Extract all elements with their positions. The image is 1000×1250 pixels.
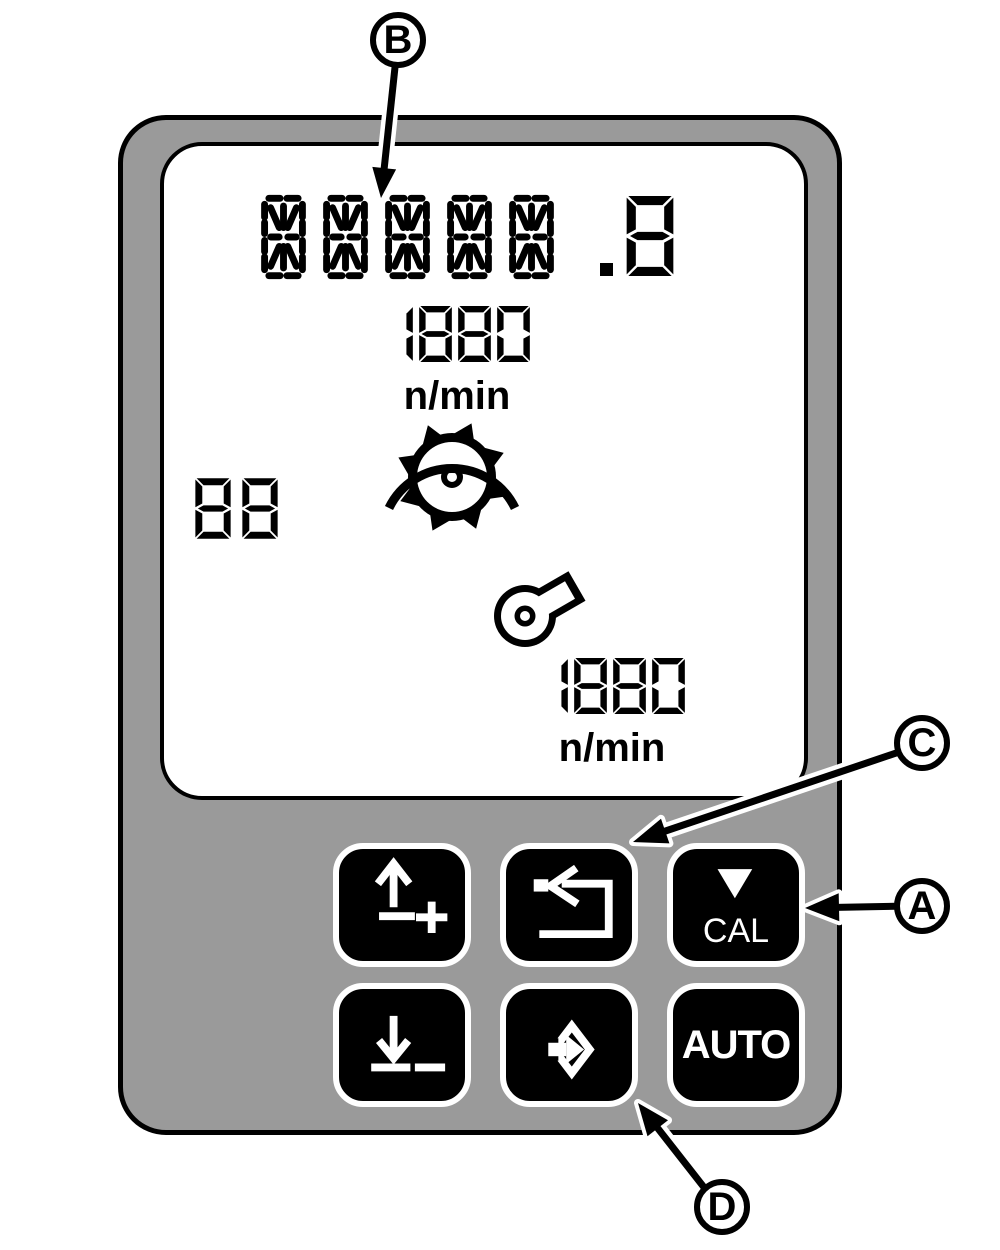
callout-d: D: [694, 1179, 750, 1235]
display-test-row: [260, 192, 675, 280]
cal-button-label: CAL: [702, 911, 770, 950]
cal-button[interactable]: CAL: [667, 843, 805, 967]
fourteen-segment-characters: [260, 194, 570, 280]
enter-arrow-icon: [538, 1019, 595, 1080]
decrease-button[interactable]: [333, 983, 471, 1107]
arrow-down-minus-icon: [371, 1015, 446, 1072]
auto-button[interactable]: AUTO: [667, 983, 805, 1107]
arrow-up-plus-icon: [374, 857, 448, 933]
shaft-rpm-unit: n/min: [403, 374, 511, 418]
display-left-counter: [193, 477, 287, 540]
fan-rpm-value: [527, 655, 697, 717]
callout-a-letter: A: [907, 884, 937, 928]
triangle-down-icon: [717, 869, 753, 899]
fan-rpm-readout: n/min: [527, 655, 697, 768]
return-arrow-icon: [533, 864, 613, 939]
callout-c: C: [894, 715, 950, 771]
callout-d-letter: D: [707, 1185, 737, 1229]
fan-rpm-unit: n/min: [558, 726, 666, 770]
shaft-rpm-readout: n/min: [372, 303, 542, 416]
display-test-decimal: [570, 192, 675, 280]
display-screen: n/min n/min: [160, 142, 808, 800]
fan-icon: [494, 571, 586, 647]
enter-button[interactable]: [500, 983, 638, 1107]
monitor-body: n/min n/min: [118, 115, 842, 1135]
increase-button[interactable]: [333, 843, 471, 967]
callout-a: A: [894, 878, 950, 934]
shaft-rpm-value: [372, 303, 542, 365]
callout-b: B: [370, 12, 426, 68]
callout-c-letter: C: [907, 721, 937, 765]
return-button[interactable]: [500, 843, 638, 967]
metering-wheel-icon: [384, 423, 520, 531]
callout-b-letter: B: [383, 18, 413, 62]
auto-button-label: AUTO: [681, 1023, 792, 1067]
